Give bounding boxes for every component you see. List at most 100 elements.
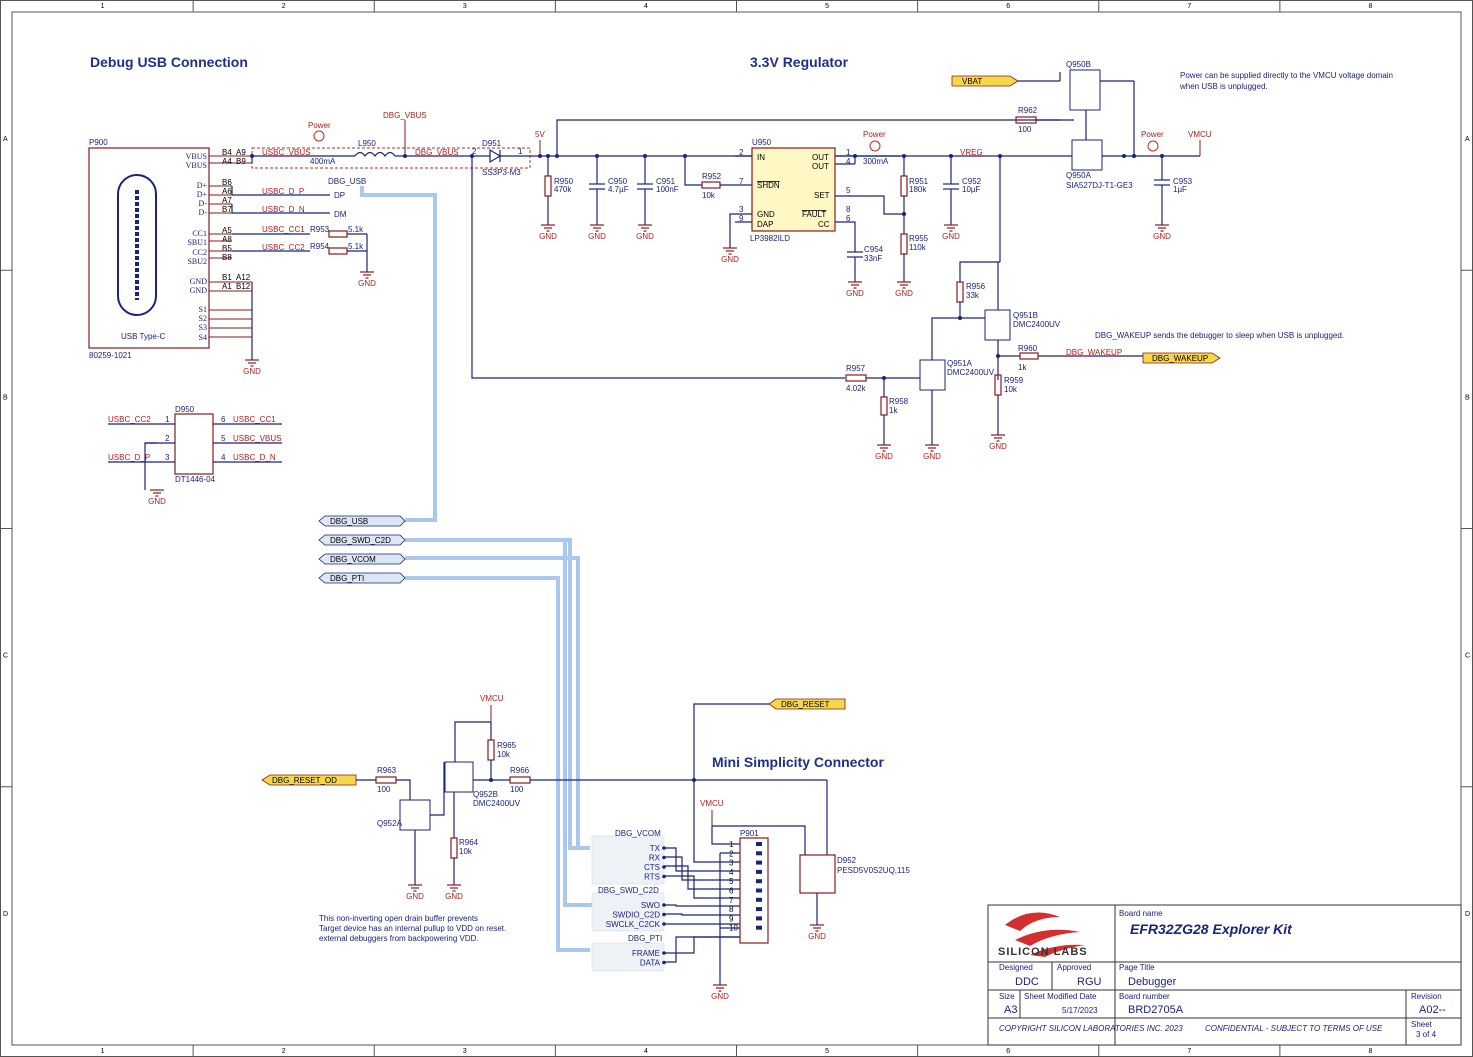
u950-regulator: U950 LP3982ILD IN SHDN GND DAP OUT OUT S… (729, 130, 904, 282)
svg-text:1µF: 1µF (1173, 185, 1187, 194)
svg-text:5V: 5V (535, 130, 545, 139)
p900-pin-number: A4 (222, 157, 232, 166)
svg-text:100: 100 (510, 785, 524, 794)
signal-label: RX (649, 854, 661, 863)
svg-text:100nF: 100nF (656, 185, 679, 194)
svg-text:Q950A: Q950A (1066, 171, 1092, 180)
title-debug-usb: Debug USB Connection (90, 54, 248, 70)
gnd-label: GND (808, 932, 826, 941)
svg-text:10k: 10k (497, 750, 511, 759)
svg-text:Designed: Designed (999, 963, 1033, 972)
svg-text:1: 1 (165, 415, 170, 424)
p900-pin-label: S1 (199, 305, 207, 314)
svg-text:CONFIDENTIAL - SUBJECT TO TERM: CONFIDENTIAL - SUBJECT TO TERMS OF USE (1205, 1024, 1383, 1033)
svg-text:USBC_D_N: USBC_D_N (233, 453, 276, 462)
svg-text:external debuggers from backpo: external debuggers from backpowering VDD… (319, 934, 479, 943)
p901-pin (756, 925, 762, 930)
svg-text:Q950B: Q950B (1066, 60, 1091, 69)
svg-text:R959: R959 (1004, 376, 1024, 385)
svg-text:DBG_RESET: DBG_RESET (781, 700, 830, 709)
svg-text:DBG_WAKEUP sends the debugger: DBG_WAKEUP sends the debugger to sleep w… (1095, 331, 1344, 340)
svg-text:300mA: 300mA (863, 157, 889, 166)
vbus-sense-wire (556, 119, 1040, 156)
svg-text:USBC_D_N: USBC_D_N (262, 205, 305, 214)
svg-text:Power: Power (1141, 130, 1164, 139)
svg-text:4.7µF: 4.7µF (608, 185, 629, 194)
svg-text:DDC: DDC (1015, 976, 1039, 988)
svg-text:R954: R954 (310, 242, 330, 251)
p901-pin (756, 860, 762, 865)
p900-pin-number: A7 (222, 196, 232, 205)
svg-text:DBG_PTI: DBG_PTI (330, 574, 364, 583)
p900-ref: P900 (89, 138, 108, 147)
col-label-top: 5 (825, 3, 829, 10)
row-label-right: B (1465, 394, 1470, 401)
col-label-bottom: 8 (1368, 1048, 1372, 1055)
bus-lines (360, 186, 592, 952)
row-label-left: A (3, 136, 8, 143)
row-label-right: C (1465, 653, 1470, 660)
svg-text:33k: 33k (966, 291, 980, 300)
svg-text:D952: D952 (837, 856, 857, 865)
svg-text:A02--: A02-- (1419, 1004, 1446, 1016)
svg-text:L950: L950 (358, 139, 376, 148)
svg-text:Approved: Approved (1057, 963, 1091, 972)
gnd-label: GND (588, 232, 606, 241)
svg-text:Size: Size (999, 992, 1015, 1001)
row-label-left: C (3, 653, 8, 660)
gnd-label: GND (895, 289, 913, 298)
svg-text:OUT: OUT (812, 153, 829, 162)
svg-text:R958: R958 (889, 397, 909, 406)
connector-wire (664, 875, 740, 899)
p900-pin-number: B12 (236, 282, 251, 291)
svg-text:2: 2 (739, 148, 744, 157)
dbg-reset-net: DBG_RESET (693, 698, 846, 780)
col-label-bottom: 2 (282, 1048, 286, 1055)
svg-text:GND: GND (757, 210, 775, 219)
svg-text:DMC2400UV: DMC2400UV (1013, 320, 1061, 329)
svg-text:USBC_CC1: USBC_CC1 (262, 225, 305, 234)
svg-text:10k: 10k (459, 847, 473, 856)
svg-text:Revision: Revision (1411, 992, 1442, 1001)
svg-text:SET: SET (814, 191, 830, 200)
svg-text:5: 5 (846, 186, 851, 195)
p901-pin-number: 2 (729, 849, 734, 858)
p900-pin-label: CC1 (192, 229, 207, 238)
p900-pin-label: VBUS (186, 152, 207, 161)
signal-groups: DBG_VCOM DBG_SWD_C2D DBG_PTI TXRXCTSRTS … (591, 829, 740, 972)
gnd-label: GND (243, 367, 261, 376)
signal-label: SWCLK_C2CK (606, 920, 661, 929)
svg-text:4: 4 (846, 157, 851, 166)
connector-wire (664, 847, 740, 872)
svg-text:DBG_USB: DBG_USB (330, 517, 368, 526)
svg-text:DBG_VBUS: DBG_VBUS (415, 148, 459, 157)
p900-stubs (209, 155, 253, 360)
svg-text:R952: R952 (702, 172, 722, 181)
gnd-label: GND (539, 232, 557, 241)
svg-text:VBAT: VBAT (962, 77, 982, 86)
col-label-bottom: 7 (1187, 1048, 1191, 1055)
p900-pin-label: S3 (199, 323, 207, 332)
svg-text:4.02k: 4.02k (846, 384, 867, 393)
p900-pin-number: A9 (236, 148, 246, 157)
svg-text:FAULT: FAULT (802, 210, 826, 219)
p900-pin-label: GND (190, 286, 208, 295)
p901-pin (756, 842, 762, 846)
svg-text:VMCU: VMCU (700, 799, 724, 808)
p900-pin-label: D- (199, 199, 208, 208)
svg-text:5/17/2023: 5/17/2023 (1062, 1006, 1098, 1015)
col-label-bottom: 1 (101, 1048, 105, 1055)
svg-text:USBC_CC1: USBC_CC1 (233, 415, 276, 424)
svg-text:when USB is unplugged.: when USB is unplugged. (1179, 82, 1268, 91)
svg-text:P901: P901 (740, 829, 759, 838)
p900-pin-number: B1 (222, 273, 232, 282)
gnd-label: GND (989, 442, 1007, 451)
p900-pin-label: GND (190, 277, 208, 286)
svg-text:USBC_VBUS: USBC_VBUS (262, 148, 310, 157)
connector-wire (664, 936, 740, 963)
p901-pin (756, 907, 762, 912)
svg-text:C952: C952 (962, 177, 982, 186)
signal-label: SWDIO_C2D (612, 911, 660, 920)
svg-text:33nF: 33nF (864, 254, 882, 263)
